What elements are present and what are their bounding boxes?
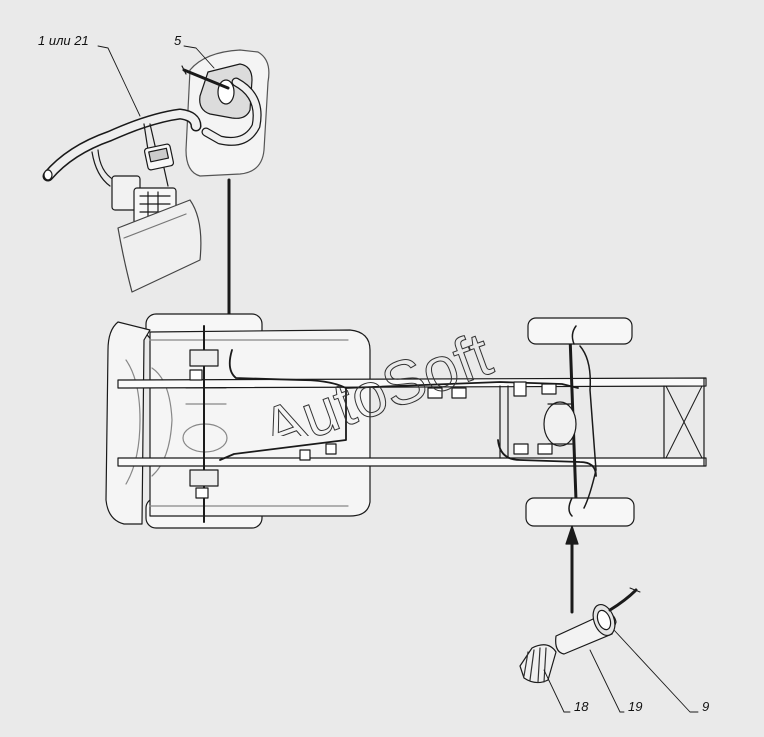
- detail-sensor-plug: [519, 587, 641, 684]
- detail-harness-connector: [42, 108, 202, 293]
- callout-9: 9: [702, 699, 710, 714]
- callout-5: 5: [174, 33, 182, 48]
- leader-lines: [97, 45, 699, 713]
- vehicle-chassis: [105, 313, 707, 529]
- callout-19: 19: [628, 699, 643, 714]
- detail-clip-mount: [181, 49, 270, 177]
- callout-18: 18: [574, 699, 589, 714]
- callout-1-or-21: 1 или 21: [38, 33, 89, 48]
